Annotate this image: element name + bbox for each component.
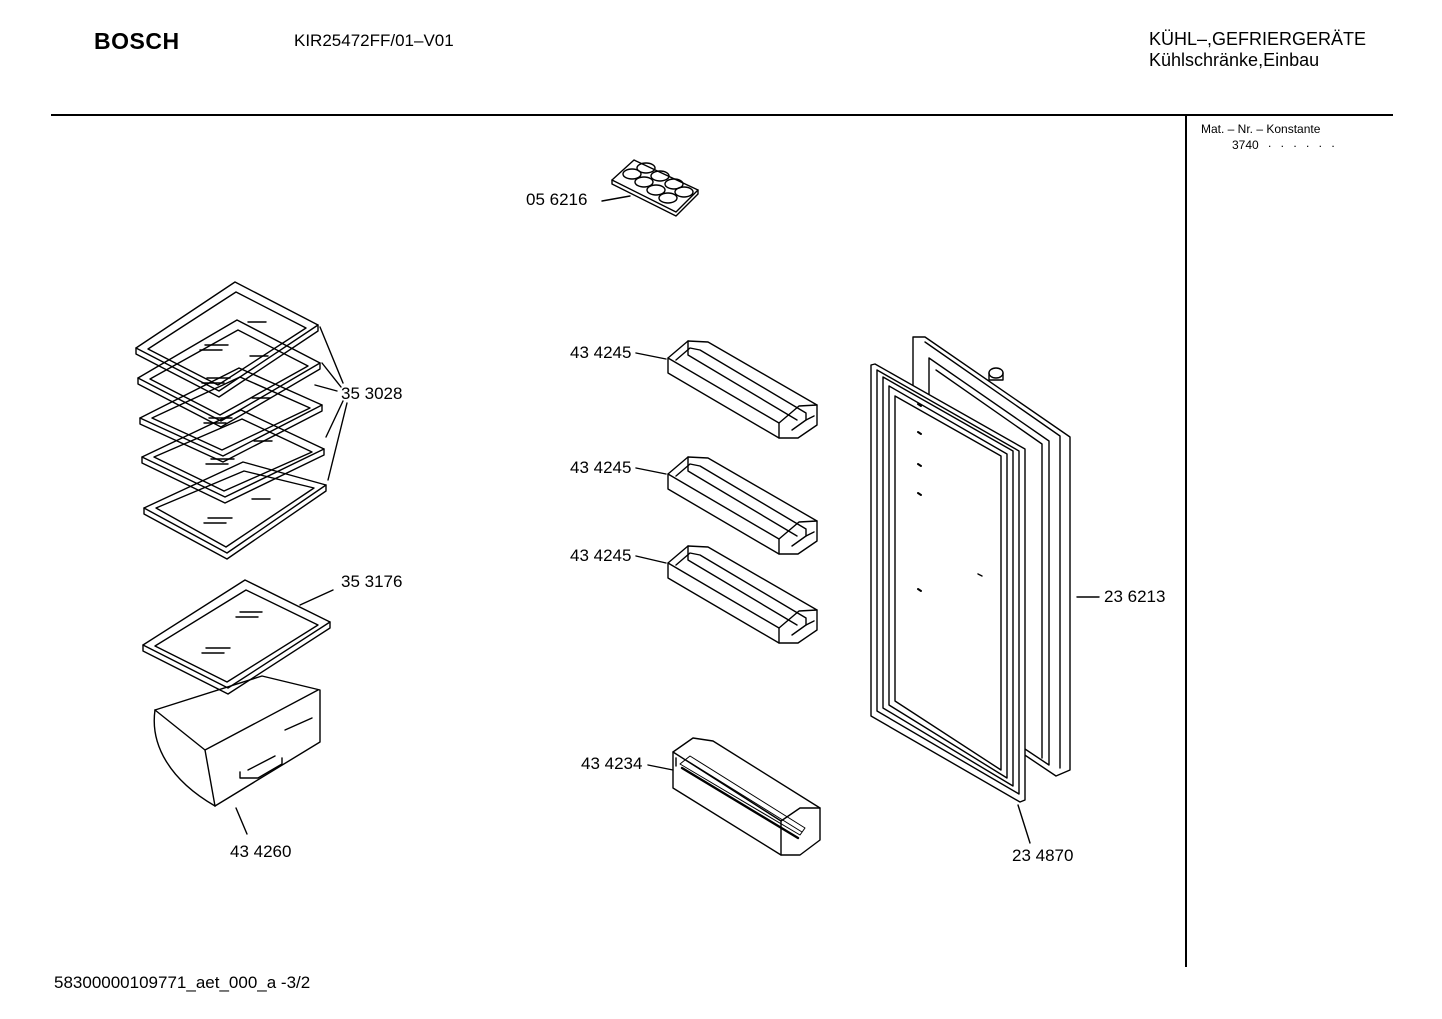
part-label-door-gasket: 23 4870	[1012, 846, 1074, 865]
glass-shelf-cover[interactable]	[142, 579, 331, 695]
leader-line	[1017, 804, 1031, 844]
bottle-shelf[interactable]	[672, 737, 821, 856]
leader-line	[299, 589, 334, 606]
part-label-crisper-drawer: 43 4260	[230, 842, 292, 861]
model-number: KIR25472FF/01–V01	[294, 31, 454, 50]
crisper-drawer[interactable]	[153, 675, 321, 807]
leader-line	[235, 807, 248, 835]
egg-tray[interactable]	[611, 159, 699, 217]
part-label-door-shelf: 43 4245	[570, 546, 632, 565]
brand-logo: BOSCH	[94, 28, 180, 54]
door-gasket[interactable]	[870, 363, 1026, 803]
part-label-egg-tray: 05 6216	[526, 190, 588, 209]
leader-line	[635, 467, 667, 475]
part-label-door-inner-liner: 23 6213	[1104, 587, 1166, 606]
part-label-door-shelf: 43 4245	[570, 458, 632, 477]
glass-shelf	[143, 461, 327, 560]
document-id: 58300000109771_aet_000_a -3/2	[54, 973, 311, 992]
category-title: KÜHL–,GEFRIERGERÄTE	[1149, 29, 1367, 49]
glass-shelf	[135, 281, 319, 398]
material-number-label: Mat. – Nr. – Konstante	[1201, 122, 1321, 136]
door-shelf[interactable]	[667, 545, 818, 644]
part-label-door-shelf: 43 4245	[570, 343, 632, 362]
part-label-glass-shelf-cover: 35 3176	[341, 572, 403, 591]
header-divider	[51, 114, 1393, 116]
side-panel-divider	[1185, 116, 1187, 967]
part-label-glass-shelves: 35 3028	[341, 384, 403, 403]
glass-shelf	[137, 319, 321, 428]
door-shelf[interactable]	[667, 340, 818, 439]
leader-line	[601, 195, 631, 202]
leader-line	[635, 555, 667, 564]
leader-lines-353028	[314, 326, 348, 481]
glass-shelf	[139, 367, 323, 463]
category-subtitle: Kühlschränke,Einbau	[1149, 50, 1320, 70]
glass-shelf-stack[interactable]	[135, 281, 327, 560]
part-label-bottle-shelf: 43 4234	[581, 754, 643, 773]
leader-line	[647, 764, 674, 771]
door-shelf[interactable]	[667, 456, 818, 555]
leader-line	[635, 352, 667, 360]
material-number-dots: . . . . . .	[1268, 136, 1338, 150]
material-number-value: 3740	[1232, 138, 1259, 152]
